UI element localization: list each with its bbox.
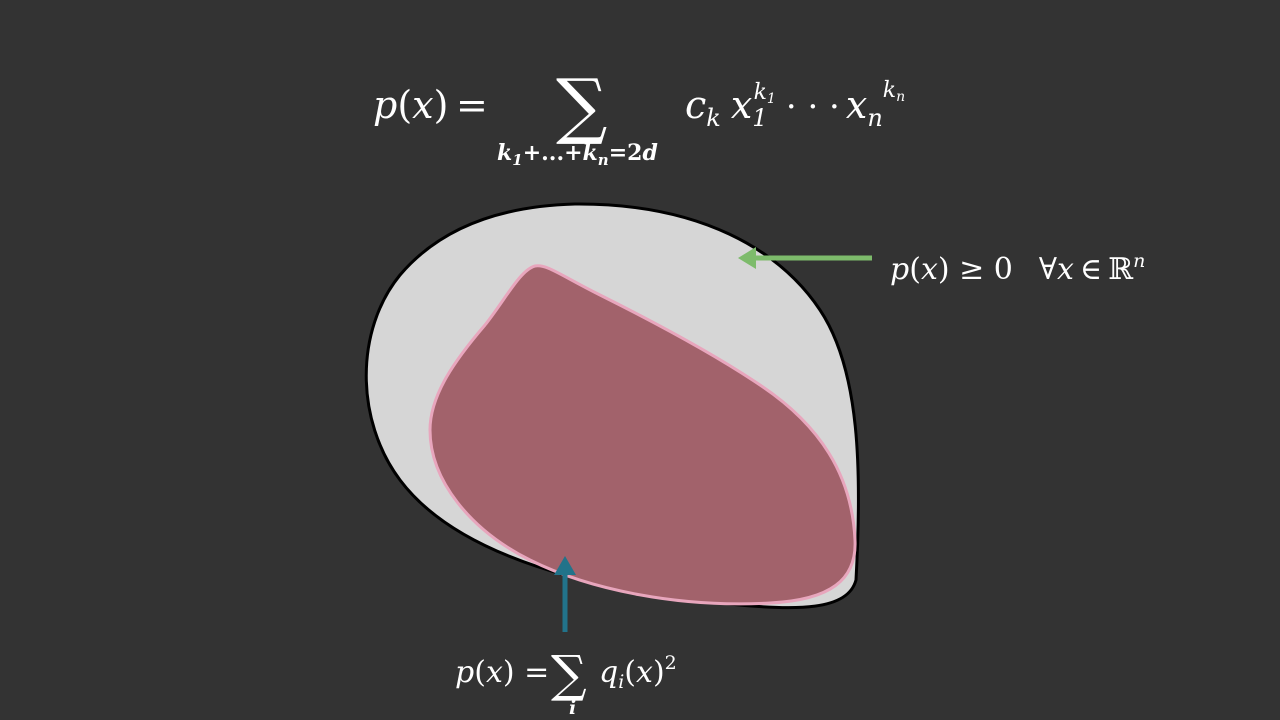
svg-text:p(x) =: p(x) = [455,655,549,690]
sos-label-term: qi(x)2 [599,652,677,693]
formula-lhs-x: x [412,83,433,127]
sos-arrow [554,556,576,632]
svg-text:p(x): p(x) [373,83,448,127]
sum-of-squares-set [428,264,857,606]
nonnegativity-label: p(x) ≥ 0∀x∈ℝn [890,250,1145,287]
nonnegativity-arrow [738,247,872,269]
sos-arrow-head [554,556,576,575]
sos-label-sum-lower: i [569,697,576,719]
sos-label-equals: = [524,655,549,690]
sos-label-p: p [455,655,474,690]
formula-equals: = [456,83,488,127]
sos-label: p(x) = ∑ i qi(x)2 [455,645,677,719]
formula-lhs-p: p [373,83,397,127]
sos-label-sum: ∑ [551,645,587,703]
nonnegativity-arrow-head [738,247,756,269]
formula-sum-lower: k1+...+kn=2d [497,140,658,169]
formula-sum-symbol: ∑ [556,63,607,147]
